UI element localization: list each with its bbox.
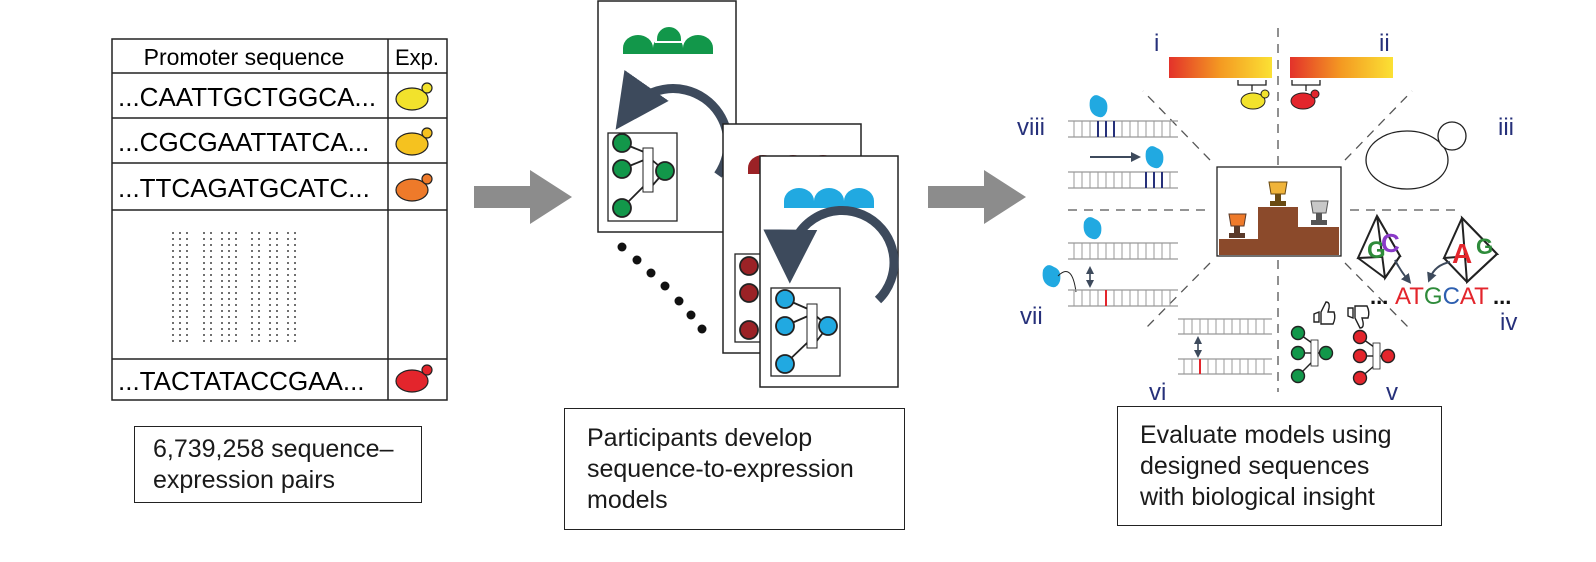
motif-logo-left: G C (1356, 213, 1402, 281)
label-vi: vi (1149, 379, 1166, 406)
label-i: i (1154, 30, 1159, 57)
flow-arrow-icon (474, 170, 572, 224)
sequence-row-2: ...CGCGAATTATCA... (118, 127, 369, 157)
leaderboard-podium (1216, 166, 1342, 257)
label-ii: ii (1379, 30, 1390, 57)
table-header-expression: Exp. (395, 45, 439, 70)
dna-ladder-viii-bottom (1068, 171, 1178, 189)
yeast-cell-icon (395, 364, 433, 393)
sequence-row-4: ...TACTATACCGAA... (118, 366, 365, 396)
motif-letter: C (1381, 228, 1400, 258)
participants-caption: Participants develop sequence-to-express… (564, 408, 905, 530)
label-v: v (1386, 379, 1398, 406)
sequence-letter: T (1409, 283, 1424, 310)
yeast-cell-icon (395, 173, 433, 202)
ellipsis-rows (172, 232, 296, 345)
sequence-row-3: ...TTCAGATGCATC... (118, 173, 370, 203)
sequence-letter: A (1395, 283, 1411, 310)
yeast-cell-icon (395, 82, 433, 111)
trophy-icon (1268, 181, 1288, 206)
expression-scale-ii (1290, 57, 1393, 110)
sequence-dots-right: ... (1493, 284, 1511, 309)
label-iii: iii (1498, 114, 1514, 141)
label-iv: iv (1500, 309, 1517, 336)
neural-network-icon (739, 256, 759, 340)
bad-model-icon (1347, 305, 1396, 386)
sequence-letter: G (1424, 283, 1443, 310)
table-header-sequence: Promoter sequence (144, 44, 345, 70)
dna-ladder-vii-bottom (1068, 289, 1178, 307)
label-viii: viii (1017, 114, 1045, 141)
dna-ladder-vi-top (1178, 318, 1272, 335)
sequence-letter: C (1443, 283, 1460, 310)
sequence-dots-left: ... (1370, 284, 1388, 309)
evaluation-caption: Evaluate models using designed sequences… (1117, 406, 1442, 526)
neural-network-icon (612, 133, 675, 218)
neural-network-icon (775, 289, 838, 374)
more-models-ellipsis (617, 242, 707, 334)
tf-protein-icon (1042, 265, 1061, 288)
model-card-blue (759, 155, 899, 388)
sequence-letter: T (1474, 283, 1489, 310)
yeast-cell-outline-icon (1365, 121, 1467, 190)
designed-sequence: ATGCAT (1395, 283, 1489, 310)
yeast-cell-icon (395, 127, 433, 156)
label-vii: vii (1020, 303, 1043, 330)
motif-letter: G (1476, 234, 1493, 259)
sequence-letter: A (1460, 283, 1476, 310)
trophy-icon (1310, 200, 1329, 225)
dna-ladder-vii-top (1068, 242, 1178, 260)
trophy-icon (1228, 213, 1247, 238)
tf-protein-icon (1083, 217, 1102, 240)
tf-protein-icon (1145, 146, 1164, 169)
model-card-green (597, 0, 737, 233)
flow-arrow-icon (928, 170, 1026, 224)
motif-logo-right: A G (1442, 215, 1500, 285)
sequence-row-1: ...CAATTGCTGGCA... (118, 82, 376, 112)
expression-scale-i (1169, 57, 1272, 110)
dataset-caption: 6,739,258 sequence– expression pairs (134, 426, 422, 503)
dna-ladder-viii-top (1068, 120, 1178, 138)
section-dividers (1068, 28, 1455, 392)
team-icon (623, 25, 713, 54)
dna-ladder-vi-bottom (1178, 358, 1272, 375)
good-model-icon (1290, 301, 1336, 384)
tf-protein-icon (1089, 95, 1108, 118)
sequence-table: Promoter sequence Exp. ...CAATTGCTGGCA..… (111, 38, 448, 401)
motif-letter: G (1367, 237, 1386, 264)
motif-letter: A (1452, 238, 1472, 269)
training-cycle-arrow-icon (763, 205, 899, 304)
team-icon (784, 188, 874, 208)
